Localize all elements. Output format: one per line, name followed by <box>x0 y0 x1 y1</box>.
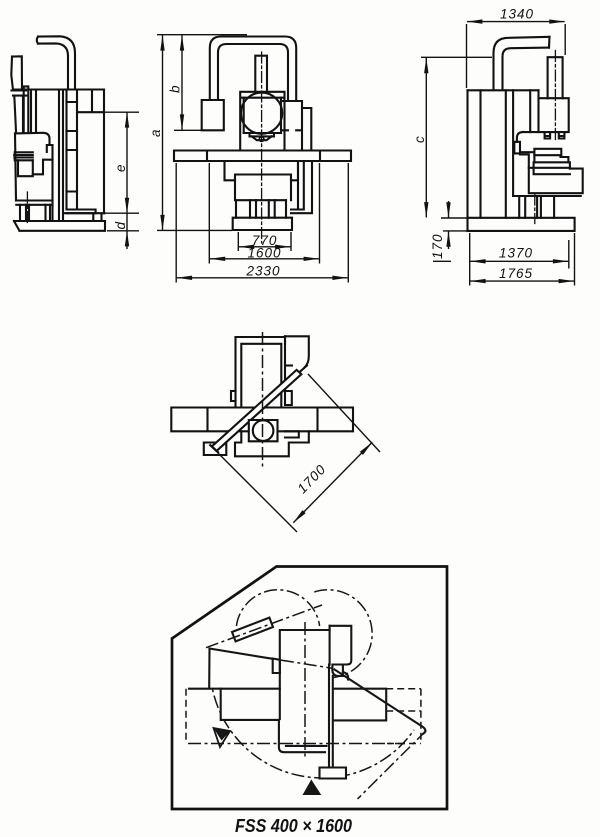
svg-text:770: 770 <box>252 233 278 248</box>
svg-text:170: 170 <box>430 233 445 259</box>
svg-text:1765: 1765 <box>499 266 533 281</box>
svg-text:b: b <box>168 84 183 93</box>
svg-text:c: c <box>412 135 427 143</box>
svg-text:2330: 2330 <box>245 264 280 279</box>
svg-text:a: a <box>148 128 163 137</box>
svg-text:1370: 1370 <box>499 246 533 261</box>
svg-text:d: d <box>113 221 128 230</box>
svg-text:FSS 400 × 1600: FSS 400 × 1600 <box>235 816 352 836</box>
svg-text:1340: 1340 <box>500 7 534 22</box>
svg-text:1600: 1600 <box>247 245 281 260</box>
svg-text:e: e <box>113 163 128 172</box>
